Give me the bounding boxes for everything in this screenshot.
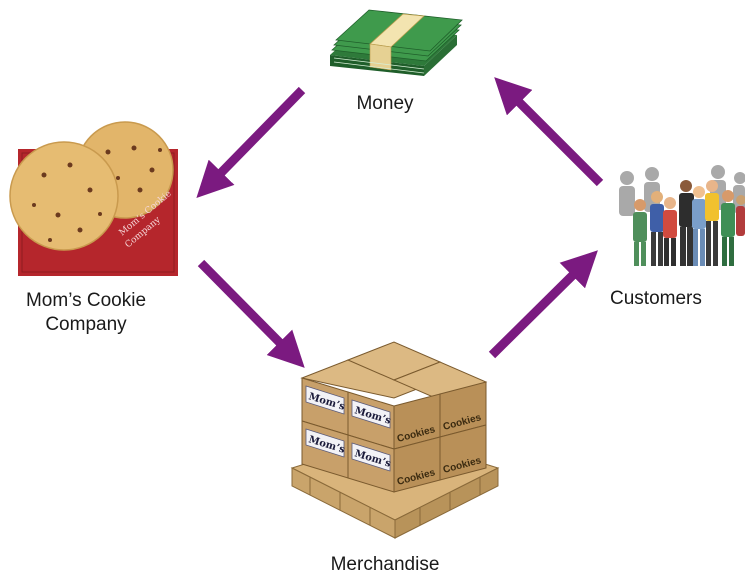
arrow-merchandise-to-customers <box>488 250 598 359</box>
money-stack-icon <box>330 9 463 76</box>
arrow-money-to-company <box>196 86 306 199</box>
crowd-icon <box>619 165 745 266</box>
money-label: Money <box>340 92 430 116</box>
cookie-logo-icon: Mom’s Cookie Company <box>9 121 178 276</box>
merchandise-label-text: Merchandise <box>330 554 440 575</box>
arrow-customers-to-money <box>494 77 604 187</box>
company-label-line1: Mom’s Cookie <box>25 290 147 311</box>
merchandise-label: Merchandise <box>300 553 470 577</box>
company-label-line2: Company <box>45 314 127 335</box>
customers-label-text: Customers <box>610 288 702 309</box>
arrow-company-to-merchandise <box>197 259 305 368</box>
customers-label: Customers <box>610 287 745 311</box>
cookie-box-pallet-icon: Mom’s Mom’s Mom’s Mom’s Cookies Cookies … <box>290 341 500 539</box>
money-label-text: Money <box>356 93 414 114</box>
company-label: Mom’s Cookie Company <box>0 289 172 337</box>
